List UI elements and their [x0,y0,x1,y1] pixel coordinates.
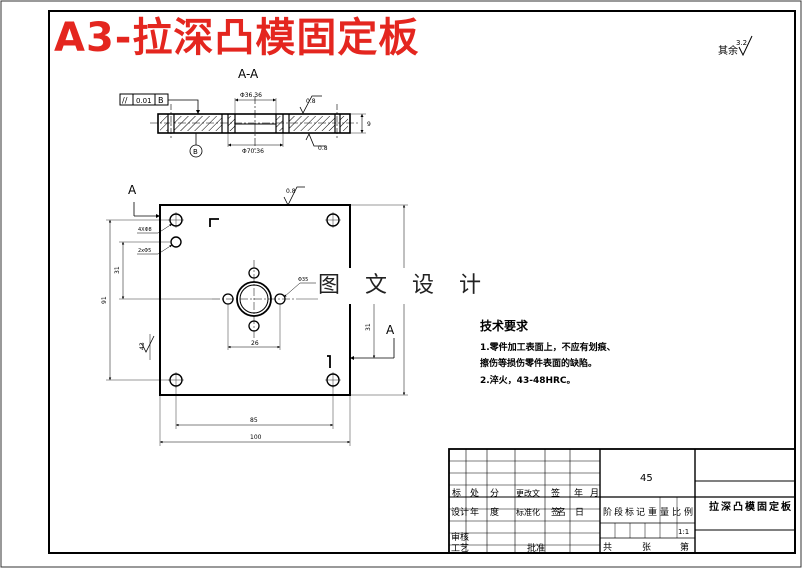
tech-item-1: 1.零件加工表面上，不应有划痕、 [480,341,616,353]
tolerance-symbol: // [122,96,128,105]
tb-sheet-2: 第 [680,541,689,553]
tb-row2-2: 度 [490,506,499,518]
hole-note-2: 2xΦ5 [138,248,151,254]
hole-note-1: 4XΦ8 [138,227,152,233]
dim-bottom-diameter: Φ70.36 [242,148,264,155]
tb-stage-0: 阶 [603,506,612,518]
page-title: A3-拉深凸模固定板 [54,15,420,61]
tb-stage-1: 段 [614,506,623,518]
section-arrows [133,202,395,360]
plan-view [159,204,351,396]
roughness-label: 其余 [718,44,738,57]
tb-stage-3: 记 [636,507,645,518]
tb-stage-4: 重 [648,506,657,518]
tech-heading: 技术要求 [480,318,529,333]
section-label: A-A [238,67,259,81]
dim-bottom-outer: 100 [250,434,262,441]
dim-center-width: 26 [251,340,259,347]
tb-row2-3: 标准化 [516,507,540,517]
tb-approve: 批准 [527,542,545,554]
tb-part-name: 拉深凸模固定板 [709,500,793,513]
tb-row2-5: 名 [557,506,566,518]
tb-row1-3: 更改文 [516,488,540,498]
tb-material: 45 [640,473,653,484]
tb-stage-2: 标 [625,506,634,518]
roughness-section-bottom: 0.8 [318,145,328,152]
tb-stage-7: 例 [684,506,693,518]
tb-row1-0: 标 [452,487,461,499]
dim-thickness: 9 [367,121,371,128]
roughness-value: 3.2 [736,39,747,47]
tech-item-3: 2.淬火，43-48HRC。 [480,374,576,386]
tb-row2-1: 年 [470,506,479,518]
tb-row2-4: 签 [551,506,560,518]
dim-left-outer: 91 [101,296,108,304]
plan-roughness-mark [283,186,305,206]
tolerance-datum: B [158,96,164,105]
tb-sheet-1: 张 [642,542,651,553]
dim-top-diameter: Φ36.36 [240,92,262,99]
tb-row1-6: 月 [590,488,599,499]
tb-side-0: 审核 [451,531,469,543]
watermark: 图 文 设 计 [318,268,484,304]
tb-side-1: 工艺 [451,543,469,554]
tb-stage-5: 量 [660,507,669,518]
section-view [150,96,358,150]
section-dims [227,95,366,147]
section-mark-right: A [386,323,395,337]
drawing-frame [48,10,796,554]
tb-stage-6: 比 [672,506,681,518]
section-mark-top: A [128,183,137,197]
datum-label: B [193,148,198,156]
tolerance-frame [119,93,200,114]
plan-roughness: 0.8 [286,188,296,195]
dim-right-inner: 31 [365,323,372,331]
roughness-section-top: 0.8 [306,98,316,105]
tb-row1-5: 年 [574,487,583,499]
datum-symbol [189,133,203,158]
dim-left-inner: 31 [114,266,121,274]
tolerance-value: 0.01 [136,97,152,105]
tech-item-2: 擦伤等损伤零件表面的缺陷。 [480,357,597,369]
tb-row1-1: 处 [470,487,479,499]
tb-row2-0: 设计 [451,506,469,518]
plan-dims [106,204,408,446]
tb-row2-6: 日 [575,507,584,518]
tb-sheet-0: 共 [603,542,612,553]
title-block [448,448,796,554]
hole-leaders [137,223,316,298]
roughness-symbol [738,35,753,57]
tb-scale: 1:1 [678,528,689,536]
tb-row1-4: 签 [551,487,560,499]
dim-bottom-inner: 85 [250,417,258,424]
dim-center-hole: Φ35 [298,277,308,283]
dim-left-small: 43 [139,342,146,350]
tb-row1-2: 分 [490,488,499,499]
